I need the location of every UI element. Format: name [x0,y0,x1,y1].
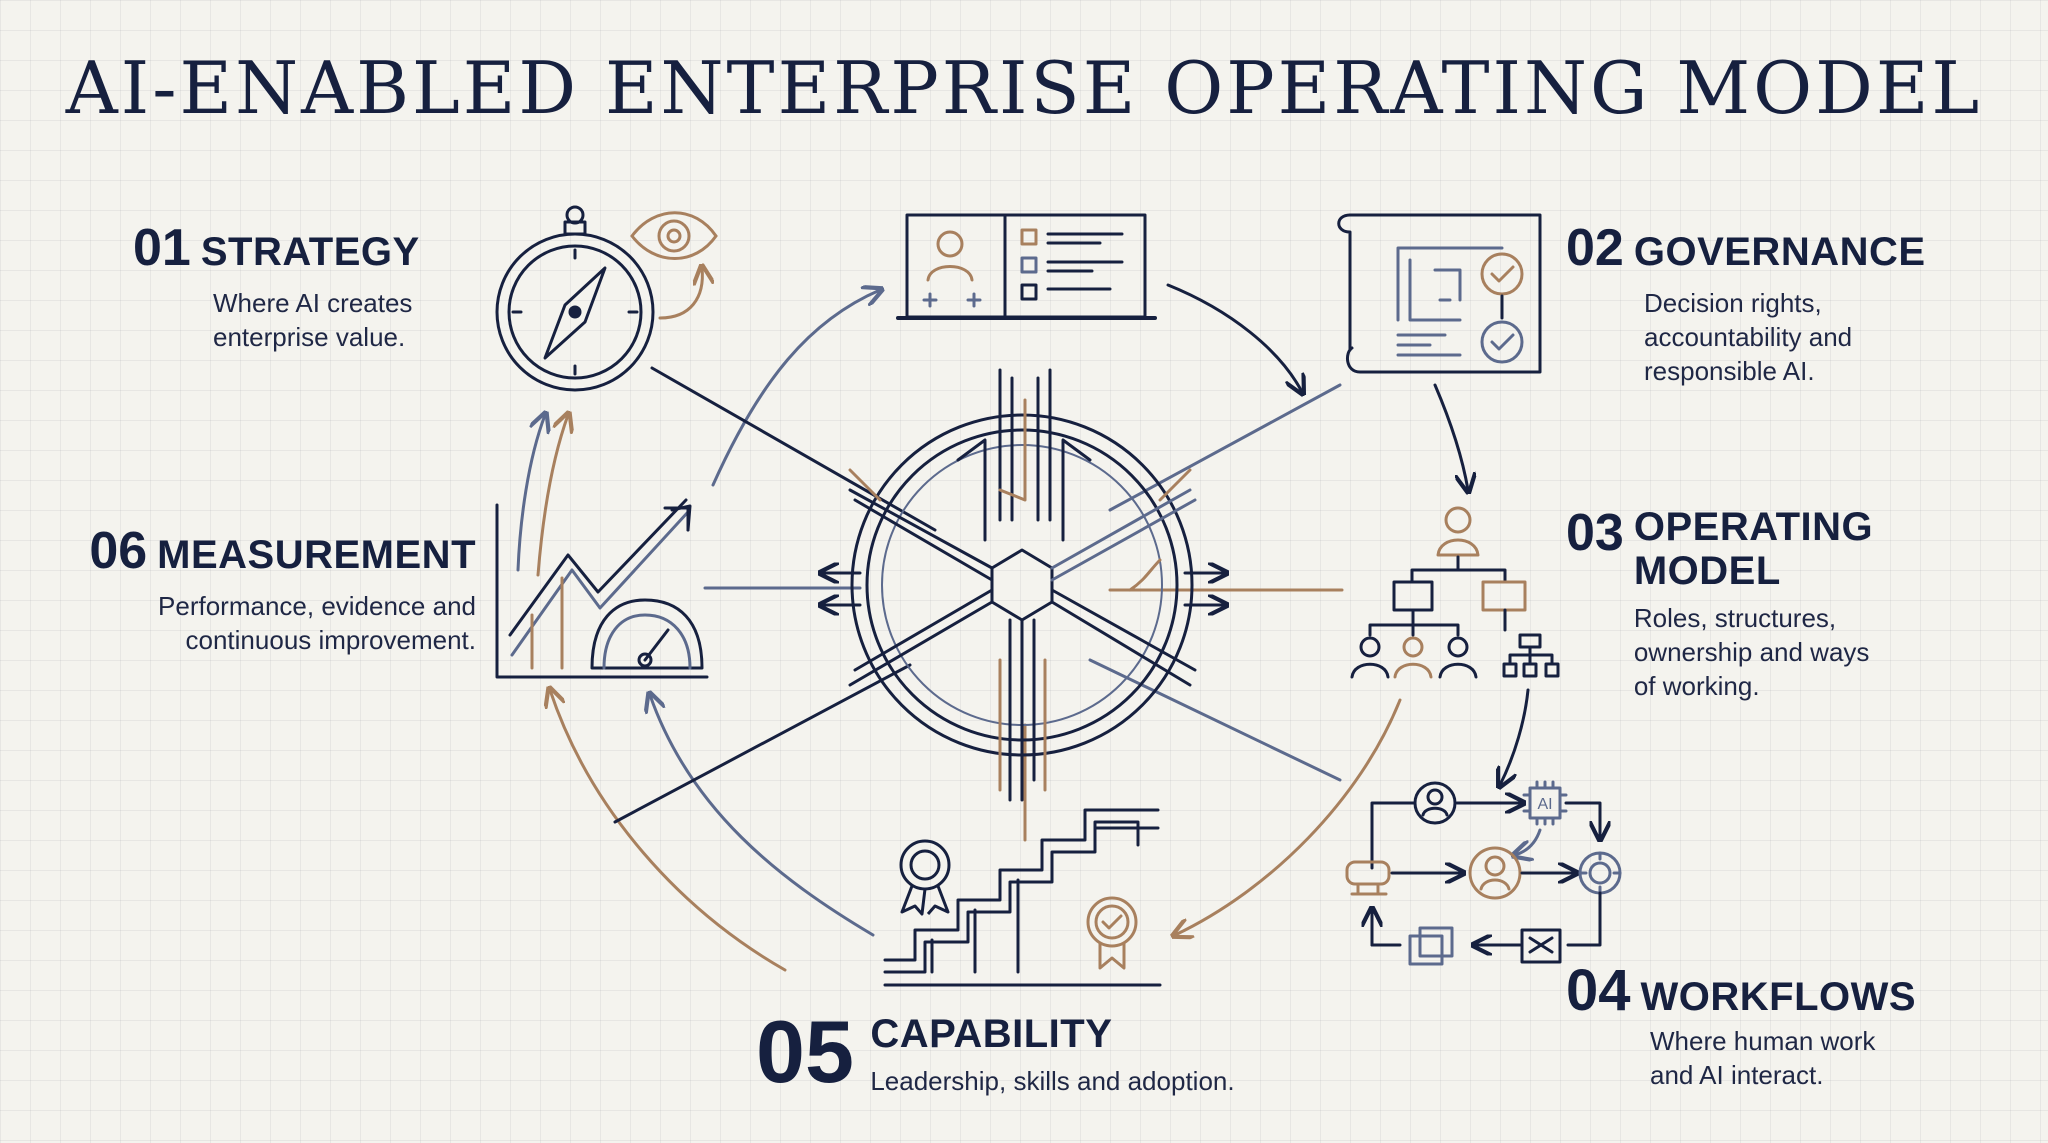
pillar-number: 04 [1566,958,1631,1023]
eye-icon [630,211,718,260]
pillar-description: Where human work and AI interact. [1650,1026,1876,1090]
pillar-name: MEASUREMENT [157,533,476,577]
pillar-number: 01 [133,219,191,277]
pillar-description: Performance, evidence and continuous imp… [158,591,476,655]
arrow-capability-to-measurement-inner [650,695,875,937]
arrow-governance-to-operating [1433,383,1468,490]
cycle-arrows [516,268,1530,972]
pillar-name: CAPABILITY [870,1012,1113,1056]
ai-chip-label: AI [1537,796,1552,813]
pillar-description: Where AI creates enterprise value. [213,288,413,352]
workflow-loop-icon: AI [1345,780,1622,966]
hub-spokes [613,366,1344,842]
pillar-name-line-2: MODEL [1633,549,1781,593]
pillar-description: Decision rights, accountability and resp… [1644,288,1853,386]
pillar-operating-model: 03 OPERATING MODEL Roles, structures, ow… [1566,505,1873,703]
pillar-number: 06 [89,522,148,580]
arrow-operating-to-workflows [1500,688,1530,785]
pillar-description: Roles, structures, ownership and ways of… [1633,603,1870,701]
pillar-number: 03 [1566,504,1624,562]
pillar-capability: 05 CAPABILITY Leadership, skills and ado… [756,1008,1235,1098]
certificate-badge-icon [1086,896,1138,970]
pillar-name: WORKFLOWS [1640,975,1917,1019]
arrow-workflows-to-capability [1175,698,1402,935]
arrow-measurement-to-strategy-2 [536,415,568,577]
profile-panel-icon [896,213,1157,320]
arrow-strategy-to-governance [711,290,880,487]
arrow-eye-loop [658,268,702,320]
blueprint-icon [1337,213,1542,374]
pillar-name-line-1: OPERATING [1633,505,1874,549]
arrow-capability-to-measurement-outer [550,690,787,972]
pillar-name: STRATEGY [200,230,420,274]
central-hub [822,368,1225,802]
growth-chart-icon [495,498,709,679]
compass-icon [495,205,655,392]
org-chart-icon [1350,506,1560,679]
award-ribbon-icon [899,839,951,916]
pillar-number: 02 [1566,219,1624,277]
staircase-icon [883,808,1162,987]
arrow-measurement-to-strategy-1 [516,415,545,572]
page-title: AI-ENABLED ENTERPRISE OPERATING MODEL [65,46,1983,130]
pillar-number: 05 [756,1002,854,1101]
pillar-description: Leadership, skills and adoption. [870,1066,1235,1096]
arrow-top-to-governance [1166,283,1302,392]
pillar-name: GOVERNANCE [1633,230,1926,274]
